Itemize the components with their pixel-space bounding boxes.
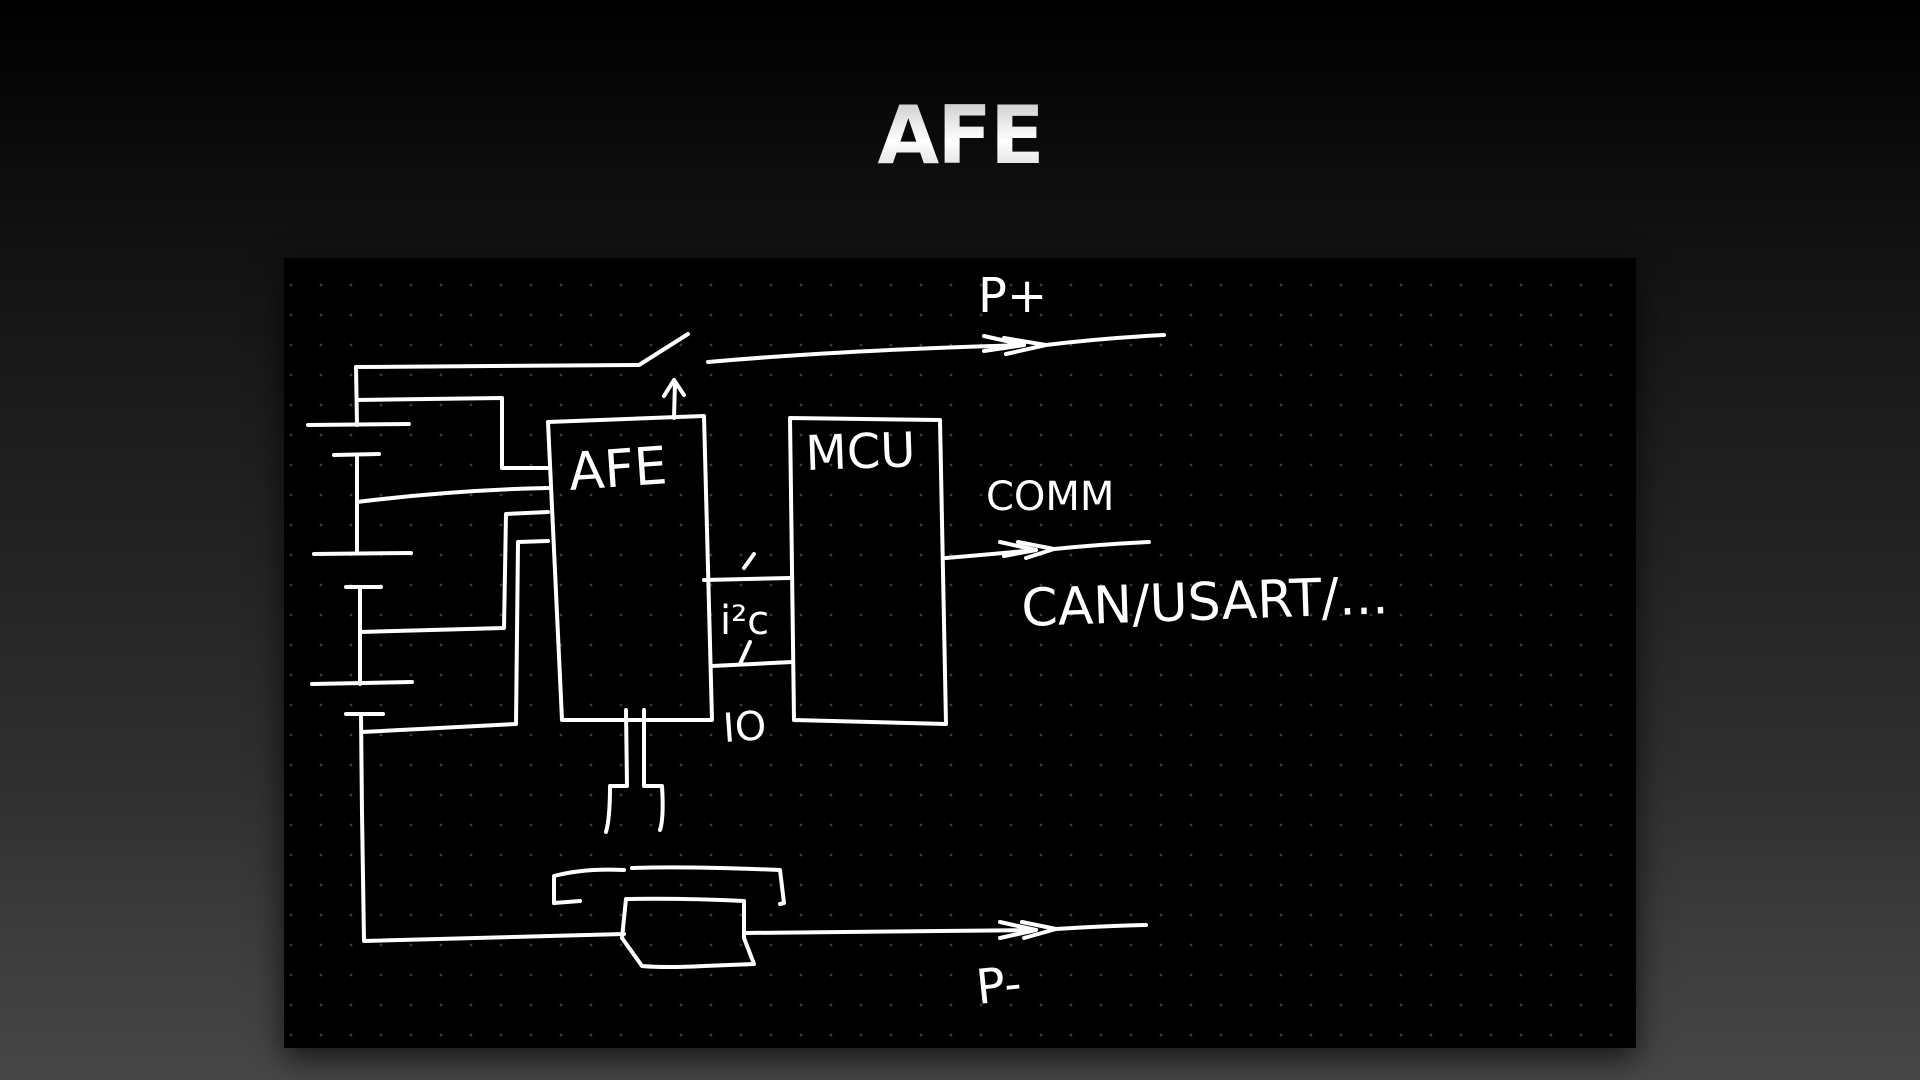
afe-mcu-buses bbox=[702, 552, 794, 668]
cell-1-plate-long bbox=[306, 422, 411, 427]
cell-1-plate-short bbox=[332, 452, 381, 457]
comm-label: COMM bbox=[986, 474, 1114, 520]
cell-3-plate-long bbox=[310, 680, 414, 686]
diagram-board: AFE MCU i²c IO COMM CAN/USART/... bbox=[284, 258, 1636, 1048]
mcu-block bbox=[788, 416, 948, 726]
battery-stack bbox=[306, 365, 414, 815]
comm-output bbox=[944, 540, 1151, 560]
slide-title: AFE bbox=[0, 88, 1920, 184]
block-diagram: AFE MCU i²c IO COMM CAN/USART/... bbox=[306, 268, 1389, 1016]
cell-2-plate-long bbox=[312, 551, 413, 556]
shunt-resistor bbox=[620, 896, 756, 969]
afe-block-label: AFE bbox=[567, 436, 669, 503]
p-plus-arrow bbox=[982, 334, 1026, 353]
p-plus-path bbox=[354, 332, 1166, 369]
io-bus bbox=[710, 660, 794, 668]
p-minus-arrow bbox=[998, 920, 1038, 940]
cell-sense-wires bbox=[355, 396, 550, 734]
comm-arrow bbox=[998, 540, 1038, 558]
switch-blade bbox=[637, 332, 690, 367]
p-minus-label: P- bbox=[973, 956, 1024, 1016]
p-plus-label: P+ bbox=[978, 268, 1047, 324]
mcu-block-label: MCU bbox=[804, 422, 916, 482]
io-label: IO bbox=[721, 703, 767, 752]
i2c-bus bbox=[702, 576, 792, 582]
i2c-label: i²c bbox=[720, 598, 769, 644]
afe-block bbox=[546, 414, 714, 722]
comm-protocols-label: CAN/USART/... bbox=[1020, 566, 1389, 639]
current-shunt-path bbox=[360, 708, 1148, 969]
switch-control-arrow bbox=[662, 378, 686, 420]
